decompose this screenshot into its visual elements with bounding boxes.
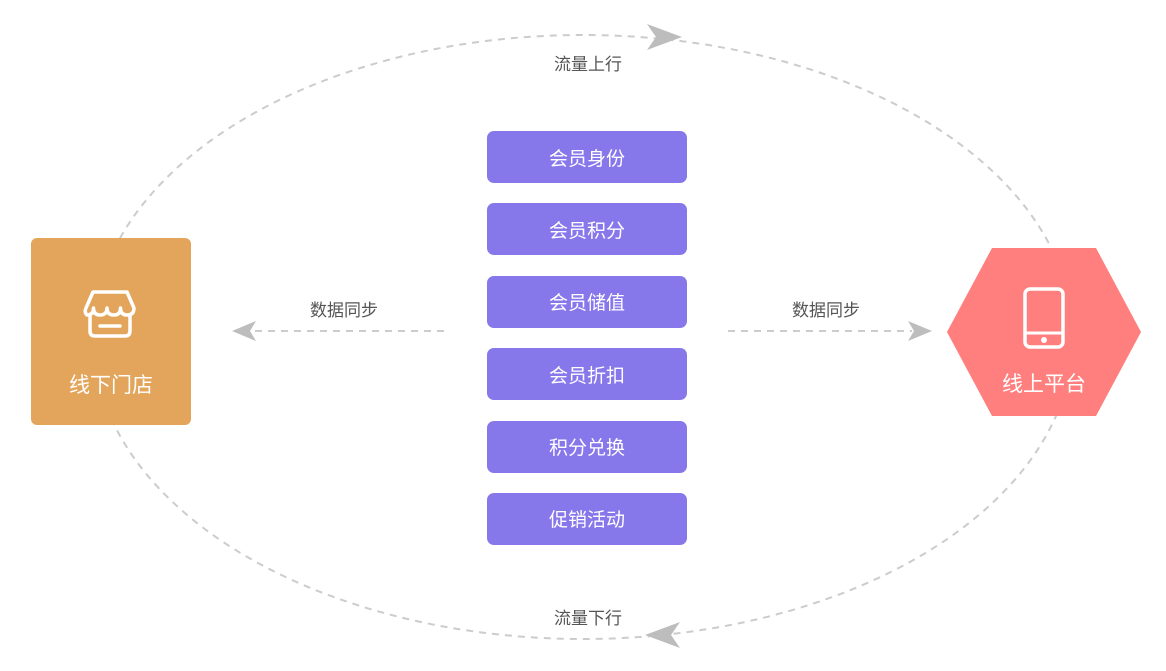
store-icon: [83, 290, 136, 338]
feature-points-redemption: 积分兑换: [487, 420, 687, 473]
flow-up-arrowhead: [647, 24, 682, 50]
feature-member-stored-value: 会员储值: [487, 275, 687, 328]
sync-right-arrowhead: [908, 321, 932, 341]
online-platform-label: 线上平台: [1002, 372, 1086, 396]
sync-right-label: 数据同步: [792, 301, 860, 321]
offline-store-node: 线下门店: [31, 238, 191, 425]
flow-up-label: 流量上行: [554, 55, 622, 75]
flow-down-arrowhead: [645, 622, 680, 648]
online-platform-node: 线上平台: [947, 248, 1141, 416]
offline-store-label: 线下门店: [69, 373, 153, 397]
feature-promotion: 促销活动: [487, 492, 687, 545]
sync-left-label: 数据同步: [310, 301, 378, 321]
flow-down-label: 流量下行: [554, 609, 622, 629]
feature-member-identity: 会员身份: [487, 131, 687, 183]
mobile-phone-icon: [1023, 287, 1065, 349]
feature-list: 会员身份 会员积分 会员储值 会员折扣 积分兑换 促销活动: [487, 131, 687, 565]
feature-member-discount: 会员折扣: [487, 348, 687, 401]
feature-member-points: 会员积分: [487, 203, 687, 256]
sync-left-arrowhead: [232, 321, 256, 341]
